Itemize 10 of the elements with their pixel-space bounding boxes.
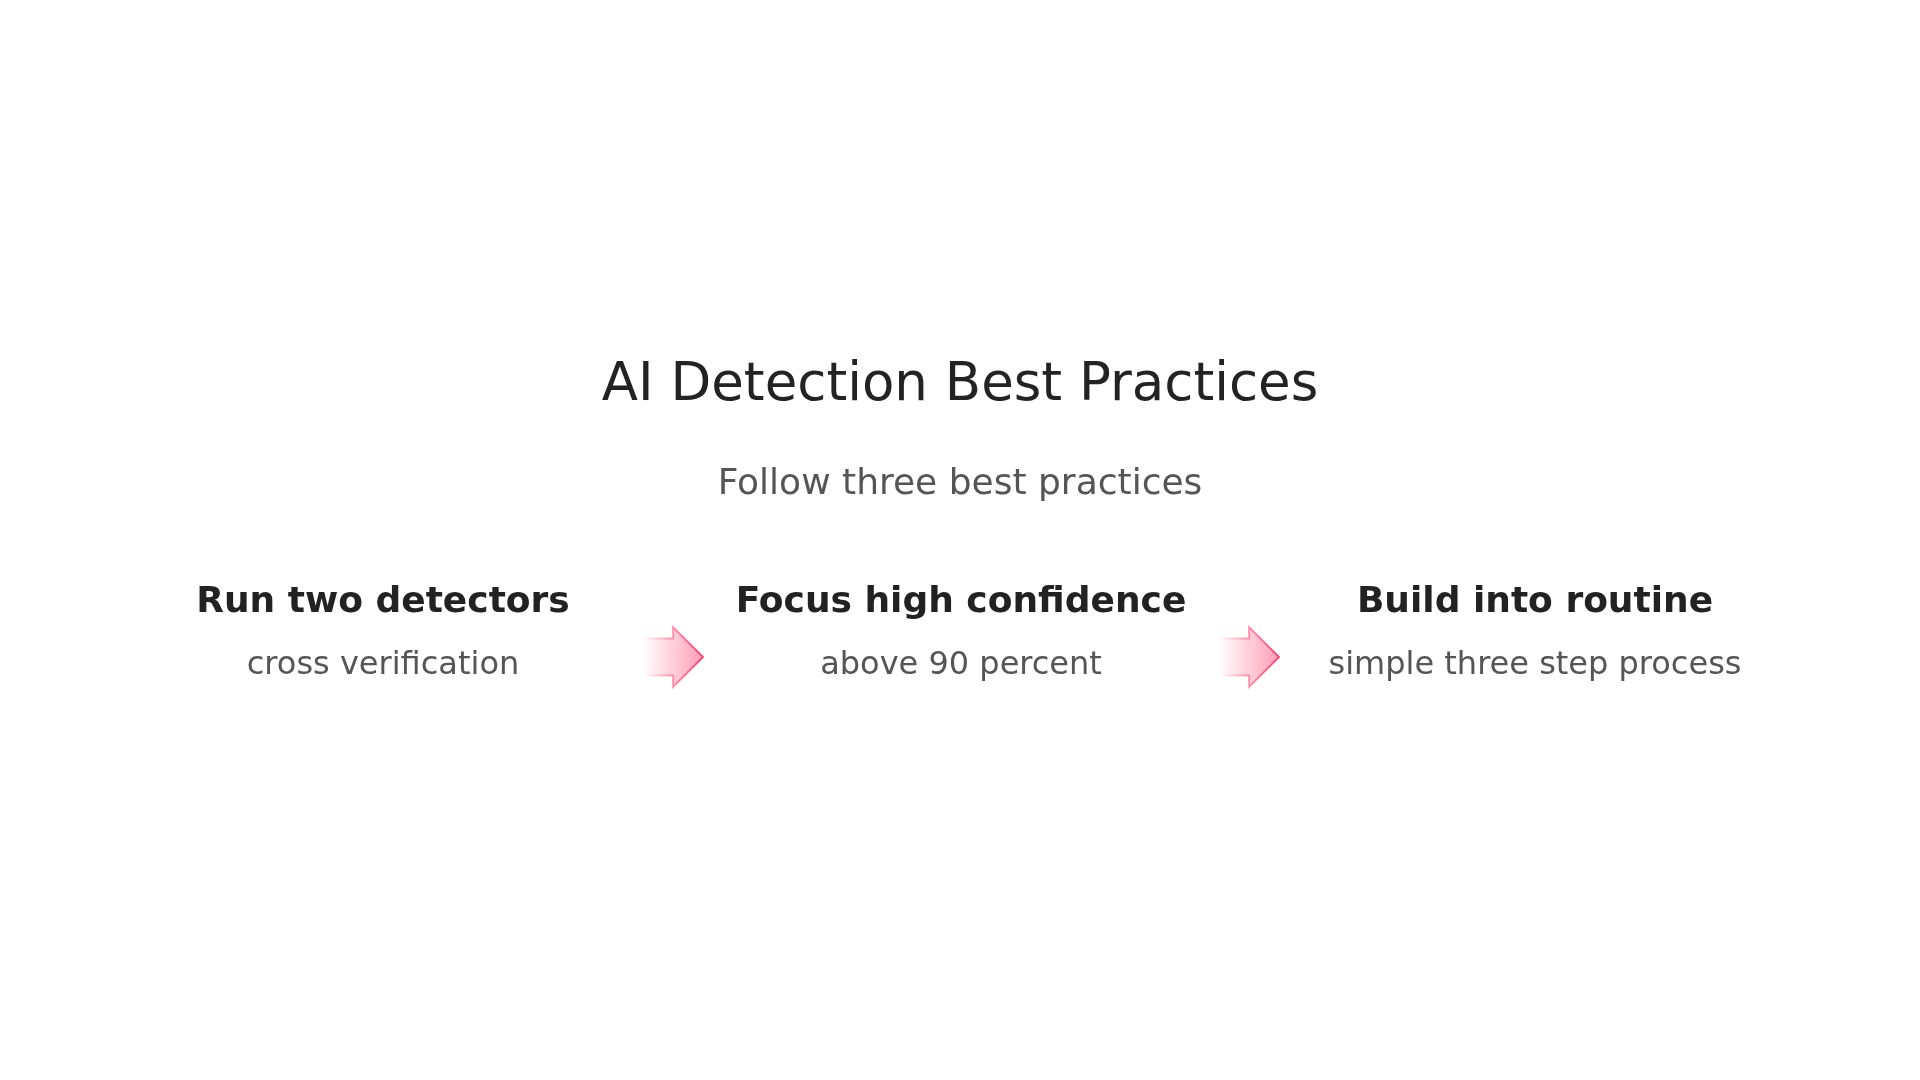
title: AI Detection Best Practices [601, 351, 1319, 412]
arrow [642, 624, 705, 690]
step-heading: Run two detectors [196, 578, 570, 622]
step-heading: Focus high confidence [735, 578, 1187, 622]
step-description: above 90 percent [820, 644, 1102, 682]
step-description: cross verification [246, 644, 520, 682]
step-description: simple three step process [1328, 644, 1742, 682]
subtitle: Follow three best practices [717, 461, 1203, 503]
arrow [1218, 624, 1281, 690]
step-heading: Build into routine [1356, 578, 1714, 622]
